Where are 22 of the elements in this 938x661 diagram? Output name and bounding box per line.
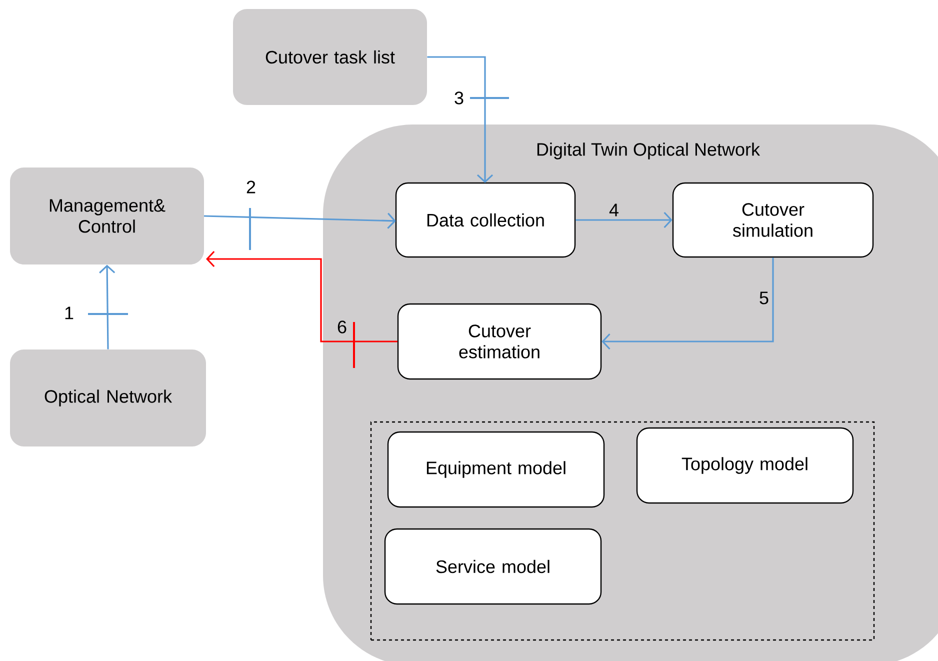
process-box: Data collection: [395, 182, 576, 258]
edge-label: 2: [246, 180, 256, 194]
edge-label: 4: [609, 204, 618, 216]
arrow: [206, 250, 398, 342]
edge-label: 5: [760, 292, 768, 304]
process-box: Equipment model: [387, 431, 605, 508]
process-box: Topology model: [636, 427, 854, 504]
system-box: Optical Network: [10, 350, 206, 446]
process-box: Cutover simulation: [672, 182, 874, 258]
process-box: Cutover estimation: [397, 303, 602, 380]
edge-label: 6: [338, 320, 346, 334]
arrow: [427, 56, 494, 183]
arrow: [99, 264, 116, 350]
edge-label: 3: [454, 92, 464, 104]
arrow: [602, 258, 774, 350]
arrow: [204, 212, 396, 229]
system-box: Cutover task list: [233, 9, 427, 105]
process-box: Service model: [384, 528, 602, 605]
dashed-box: [370, 421, 875, 641]
arrow: [576, 212, 672, 228]
system-box: Management& Control: [10, 168, 204, 264]
edge-label: 1: [65, 306, 74, 320]
